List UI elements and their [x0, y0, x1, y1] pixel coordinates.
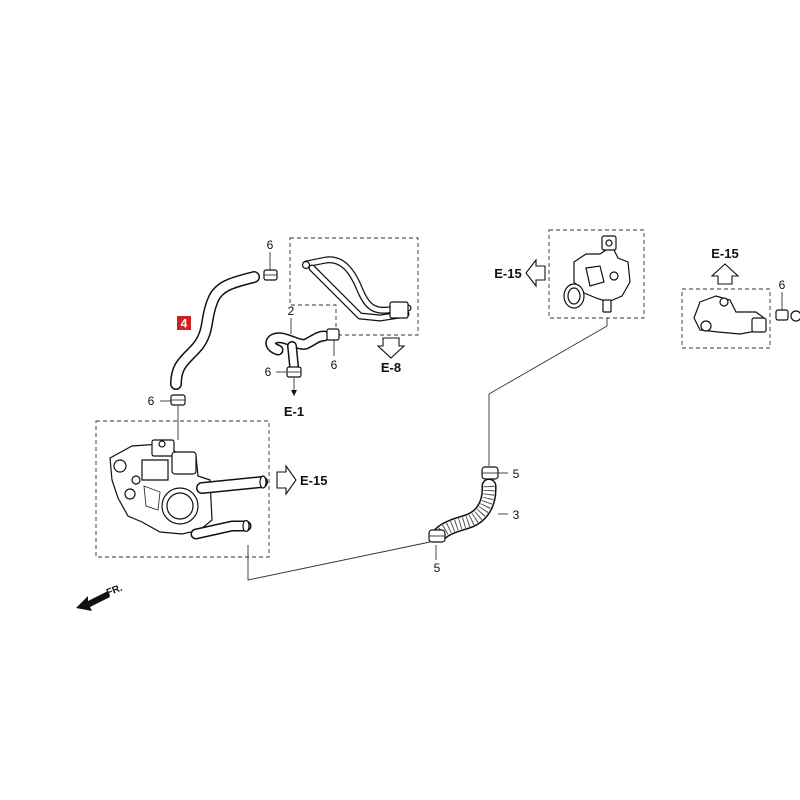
leader-lines [160, 252, 783, 581]
callout-6-hose2-right: 6 [331, 358, 338, 372]
hose-3[interactable] [432, 478, 497, 542]
water-outlet[interactable] [563, 235, 631, 313]
part-4-highlight-badge[interactable] [177, 316, 191, 330]
bypass-pipe-box [681, 288, 771, 349]
callout-6-lower-left: 6 [148, 394, 155, 408]
clip-5-upper[interactable] [481, 466, 499, 480]
callout-3: 3 [513, 508, 520, 522]
ref-e1[interactable]: E-1 [284, 404, 304, 419]
hose-2[interactable] [265, 330, 330, 371]
arrow-e15-up[interactable] [710, 263, 740, 285]
callout-5-lower: 5 [434, 561, 441, 575]
bypass-pipe[interactable] [693, 295, 767, 335]
arrow-e8-down[interactable] [376, 337, 406, 359]
water-pipe[interactable] [301, 256, 412, 322]
water-pipe-box [289, 237, 419, 336]
callout-5-upper: 5 [513, 467, 520, 481]
clip-6-hose2-right[interactable] [326, 328, 340, 341]
arrow-e15-left[interactable] [525, 258, 546, 288]
clip-6-upper[interactable] [263, 269, 278, 281]
hose-4[interactable] [170, 271, 260, 390]
callout-6-hose2-bottom: 6 [265, 365, 272, 379]
arrow-e15-right[interactable] [276, 464, 297, 496]
arrow-e1-down[interactable] [291, 390, 297, 396]
clip-6-lower-left[interactable] [170, 394, 186, 406]
clip-5-lower[interactable] [428, 529, 446, 543]
callout-6-far-right: 6 [779, 278, 786, 292]
clip-6-hose2-bottom[interactable] [286, 366, 302, 378]
thermostat-housing[interactable] [109, 439, 268, 540]
callout-2: 2 [288, 304, 295, 318]
water-outlet-box [548, 229, 645, 319]
front-arrow-icon [76, 591, 110, 611]
thermostat-housing-box [95, 420, 270, 558]
ref-e15-right[interactable]: E-15 [300, 473, 327, 488]
ref-e15-left[interactable]: E-15 [494, 266, 521, 281]
front-indicator-label: FR. [105, 582, 124, 598]
ref-e15-top[interactable]: E-15 [711, 246, 738, 261]
callout-6-upper: 6 [267, 238, 274, 252]
part-4-callout: 4 [181, 317, 188, 331]
ref-e8[interactable]: E-8 [381, 360, 401, 375]
clip-6-far-right[interactable] [775, 309, 800, 322]
